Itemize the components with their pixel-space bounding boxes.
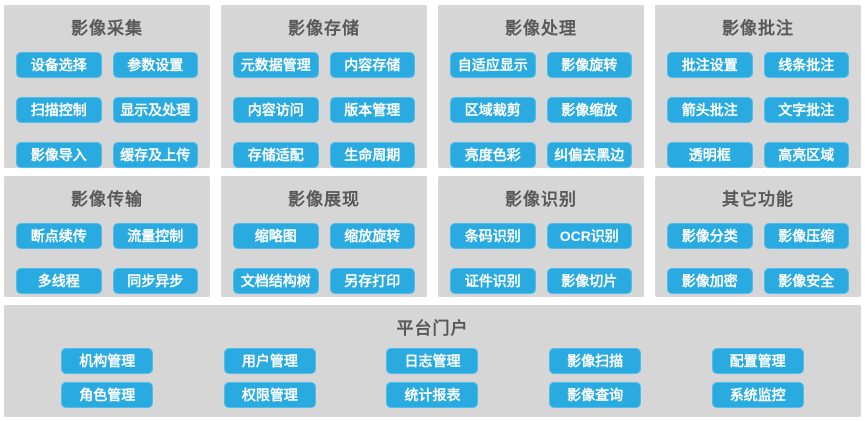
panel-button-grid: 断点续传流量控制多线程同步异步 [4,210,210,294]
feature-button[interactable]: 区域裁剪 [450,97,536,123]
feature-button[interactable]: 条码识别 [450,223,536,249]
feature-button[interactable]: 影像查询 [549,382,642,408]
feature-button[interactable]: 生命周期 [329,142,415,168]
feature-button[interactable]: 高亮区域 [763,142,849,168]
feature-button[interactable]: 另存打印 [329,268,415,294]
feature-panel-2: 影像存储元数据管理内容存储内容访问版本管理存储适配生命周期 [221,5,427,168]
panel-button-grid: 条码识别 OCR识别证件识别影像切片 [438,210,644,294]
feature-button[interactable]: 亮度色彩 [450,142,536,168]
feature-button[interactable]: 缓存及上传 [112,142,198,168]
feature-button[interactable]: 缩放旋转 [329,223,415,249]
feature-panel-5: 影像传输断点续传流量控制多线程同步异步 [4,176,210,297]
portal-title: 平台门户 [396,319,469,338]
panel-button-grid: 批注设置线条批注箭头批注文字批注透明框高亮区域 [655,39,861,168]
panel-title: 影像批注 [722,19,794,38]
feature-panel-row-2: 影像传输断点续传流量控制多线程同步异步影像展现缩略图缩放旋转文档结构树另存打印影… [4,176,861,297]
feature-button[interactable]: 影像旋转 [546,52,632,78]
feature-button[interactable]: 流量控制 [112,223,198,249]
feature-button[interactable]: 内容存储 [329,52,415,78]
feature-button[interactable]: OCR识别 [546,223,632,249]
panel-button-grid: 缩略图缩放旋转文档结构树另存打印 [221,210,427,294]
feature-button[interactable]: 缩略图 [233,223,319,249]
feature-button[interactable]: 权限管理 [223,382,316,408]
feature-button[interactable]: 显示及处理 [112,97,198,123]
feature-button[interactable]: 断点续传 [16,223,102,249]
feature-button[interactable]: 统计报表 [386,382,479,408]
feature-button[interactable]: 影像压缩 [763,223,849,249]
feature-button[interactable]: 版本管理 [329,97,415,123]
panel-title: 其它功能 [722,190,794,209]
feature-button[interactable]: 内容访问 [233,97,319,123]
feature-button[interactable]: 扫描控制 [16,97,102,123]
feature-button[interactable]: 线条批注 [763,52,849,78]
feature-button[interactable]: 日志管理 [386,348,479,374]
feature-panel-3: 影像处理自适应显示影像旋转区域裁剪影像缩放亮度色彩纠偏去黑边 [438,5,644,168]
feature-button[interactable]: 影像导入 [16,142,102,168]
feature-button[interactable]: 系统监控 [711,382,804,408]
feature-button[interactable]: 影像安全 [763,268,849,294]
panel-title: 影像识别 [505,190,577,209]
panel-title: 影像存储 [288,19,360,38]
feature-panel-row-1: 影像采集设备选择参数设置扫描控制显示及处理影像导入缓存及上传影像存储元数据管理内… [4,5,861,168]
feature-button[interactable]: 影像分类 [667,223,753,249]
feature-panel-8: 其它功能影像分类影像压缩影像加密影像安全 [655,176,861,297]
portal-panel: 平台门户 机构管理 用户管理 日志管理 影像扫描 配置管理角色管理 权限管理 统计报表 影像查… [4,305,861,417]
panel-button-grid: 自适应显示影像旋转区域裁剪影像缩放亮度色彩纠偏去黑边 [438,39,644,168]
feature-button[interactable]: 纠偏去黑边 [546,142,632,168]
feature-button[interactable]: 文字批注 [763,97,849,123]
feature-button[interactable]: 影像缩放 [546,97,632,123]
feature-button[interactable]: 角色管理 [61,382,154,408]
portal-buttons: 机构管理 用户管理 日志管理 影像扫描 配置管理角色管理 权限管理 统计报表 影像查询 系统监控 [4,339,861,408]
feature-button[interactable]: 设备选择 [16,52,102,78]
feature-button[interactable]: 影像加密 [667,268,753,294]
feature-button[interactable]: 文档结构树 [233,268,319,294]
feature-button[interactable]: 箭头批注 [667,97,753,123]
panel-button-grid: 影像分类影像压缩影像加密影像安全 [655,210,861,294]
feature-button[interactable]: 影像切片 [546,268,632,294]
feature-button[interactable]: 批注设置 [667,52,753,78]
feature-button[interactable]: 影像扫描 [549,348,642,374]
panel-title: 影像传输 [71,190,143,209]
feature-button[interactable]: 机构管理 [61,348,154,374]
panel-button-grid: 设备选择参数设置扫描控制显示及处理影像导入缓存及上传 [4,39,210,168]
feature-panel-4: 影像批注批注设置线条批注箭头批注文字批注透明框高亮区域 [655,5,861,168]
feature-button[interactable]: 参数设置 [112,52,198,78]
feature-button[interactable]: 多线程 [16,268,102,294]
feature-button[interactable]: 同步异步 [112,268,198,294]
panel-button-grid: 元数据管理内容存储内容访问版本管理存储适配生命周期 [221,39,427,168]
feature-panel-7: 影像识别条码识别 OCR识别证件识别影像切片 [438,176,644,297]
panel-title: 影像处理 [505,19,577,38]
feature-button[interactable]: 透明框 [667,142,753,168]
feature-button[interactable]: 存储适配 [233,142,319,168]
feature-button[interactable]: 自适应显示 [450,52,536,78]
feature-button[interactable]: 证件识别 [450,268,536,294]
feature-panel-1: 影像采集设备选择参数设置扫描控制显示及处理影像导入缓存及上传 [4,5,210,168]
feature-panel-6: 影像展现缩略图缩放旋转文档结构树另存打印 [221,176,427,297]
panel-title: 影像采集 [71,19,143,38]
feature-button[interactable]: 用户管理 [223,348,316,374]
panel-title: 影像展现 [288,190,360,209]
feature-button[interactable]: 配置管理 [711,348,804,374]
feature-button[interactable]: 元数据管理 [233,52,319,78]
